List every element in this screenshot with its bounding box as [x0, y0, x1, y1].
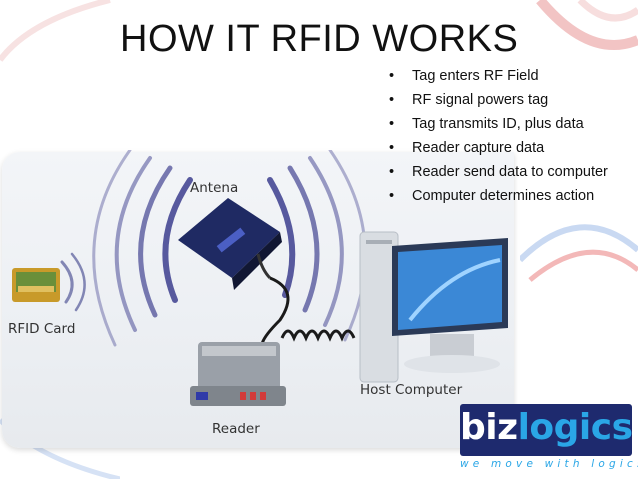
- reader-label: Reader: [212, 421, 260, 437]
- host-computer-label: Host Computer: [360, 382, 463, 398]
- slide-title: HOW IT RFID WORKS: [120, 18, 519, 60]
- rfid-card-label: RFID Card: [8, 321, 76, 337]
- logo-wordmark: bizlogics: [460, 404, 633, 456]
- logo-logics-text: logics: [517, 407, 633, 448]
- antenna-label: Antena: [190, 180, 239, 196]
- list-item: RF signal powers tag: [380, 92, 628, 109]
- bizlogics-logo: bizlogics we move with logics: [460, 404, 638, 472]
- rfid-steps-list: Tag enters RF Field RF signal powers tag…: [380, 68, 628, 212]
- list-item: Reader capture data: [380, 140, 628, 157]
- list-item: Computer determines action: [380, 188, 628, 205]
- list-item: Tag enters RF Field: [380, 68, 628, 85]
- list-item: Tag transmits ID, plus data: [380, 116, 628, 133]
- list-item: Reader send data to computer: [380, 164, 628, 181]
- logo-tagline: we move with logics: [460, 458, 638, 470]
- logo-biz-text: biz: [460, 407, 518, 448]
